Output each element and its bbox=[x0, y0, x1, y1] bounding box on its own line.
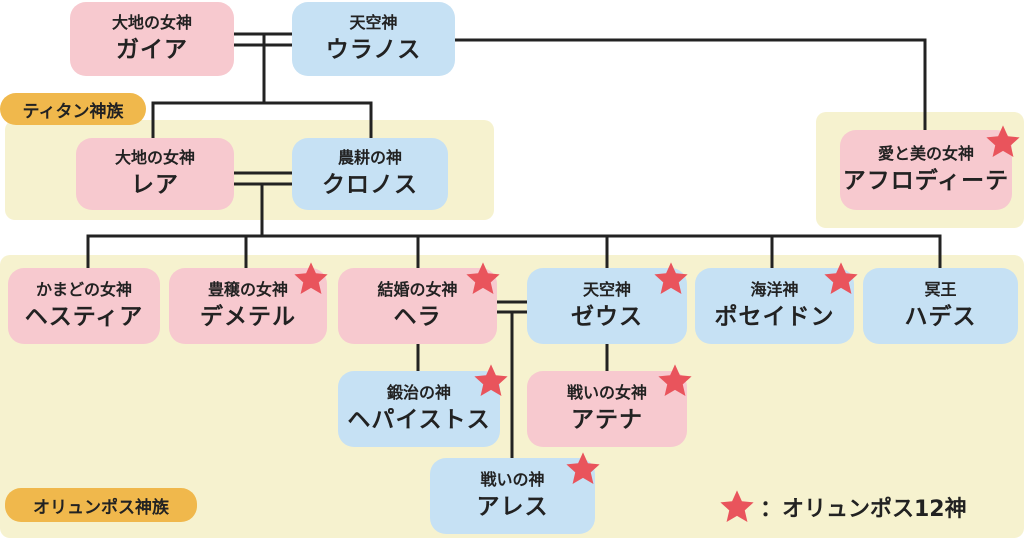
node-rhea: 大地の女神 レア bbox=[76, 138, 234, 210]
node-title: 冥王 bbox=[924, 280, 957, 299]
node-name: ポセイドン bbox=[714, 304, 835, 330]
node-name: ヘパイストス bbox=[347, 407, 491, 433]
node-name: アフロディーテ bbox=[842, 168, 1010, 194]
star-icon bbox=[824, 262, 858, 295]
star-icon bbox=[466, 262, 500, 295]
node-title: 豊穣の女神 bbox=[207, 280, 288, 299]
node-demeter: 豊穣の女神 デメテル bbox=[169, 268, 327, 344]
node-title: 戦いの神 bbox=[480, 470, 545, 489]
node-title: 海洋神 bbox=[750, 280, 799, 299]
node-name: デメテル bbox=[200, 304, 296, 330]
star-icon bbox=[294, 262, 328, 295]
node-name: アテナ bbox=[571, 407, 643, 433]
node-name: クロノス bbox=[322, 172, 418, 198]
olympian-group-label: オリュンポス神族 bbox=[5, 488, 197, 522]
node-name: ゼウス bbox=[571, 304, 643, 330]
star-icon bbox=[654, 262, 688, 295]
node-zeus: 天空神 ゼウス bbox=[527, 268, 687, 344]
node-name: ハデス bbox=[904, 304, 977, 330]
titan-group-label: ティタン神族 bbox=[0, 93, 146, 125]
node-gaia: 大地の女神 ガイア bbox=[70, 2, 234, 76]
node-name: レア bbox=[131, 172, 179, 198]
legend-label: ：オリュンポス12神 bbox=[760, 497, 967, 522]
node-name: アレス bbox=[476, 494, 549, 520]
star-icon bbox=[474, 364, 508, 397]
legend: ：オリュンポス12神 bbox=[718, 488, 967, 526]
star-icon bbox=[658, 364, 692, 397]
node-title: 結婚の女神 bbox=[377, 280, 458, 299]
node-title: 大地の女神 bbox=[114, 148, 195, 167]
node-poseidon: 海洋神 ポセイドン bbox=[695, 268, 854, 344]
node-title: 大地の女神 bbox=[111, 13, 192, 32]
node-athena: 戦いの女神 アテナ bbox=[527, 371, 687, 447]
node-name: ヘスティア bbox=[24, 304, 144, 330]
node-cronus: 農耕の神 クロノス bbox=[292, 138, 448, 210]
star-icon bbox=[986, 125, 1020, 158]
node-title: 愛と美の女神 bbox=[877, 144, 974, 163]
node-hestia: かまどの女神 ヘスティア bbox=[8, 268, 160, 344]
node-hephaestus: 鍛治の神 ヘパイストス bbox=[338, 371, 500, 447]
star-icon bbox=[566, 452, 600, 485]
node-title: 農耕の神 bbox=[337, 148, 402, 167]
node-ares: 戦いの神 アレス bbox=[430, 458, 595, 534]
node-hera: 結婚の女神 ヘラ bbox=[338, 268, 497, 344]
node-title: 天空神 bbox=[582, 280, 631, 299]
node-title: 鍛治の神 bbox=[386, 383, 451, 402]
star-icon bbox=[720, 490, 754, 523]
node-hades: 冥王 ハデス bbox=[863, 268, 1018, 344]
node-title: 戦いの女神 bbox=[566, 383, 647, 402]
node-aphrodite: 愛と美の女神 アフロディーテ bbox=[840, 130, 1012, 210]
node-title: かまどの女神 bbox=[35, 280, 132, 299]
node-title: 天空神 bbox=[349, 13, 398, 32]
node-name: ウラノス bbox=[325, 37, 422, 63]
node-name: ガイア bbox=[116, 37, 188, 63]
node-name: ヘラ bbox=[393, 304, 442, 330]
node-uranus: 天空神 ウラノス bbox=[292, 2, 455, 76]
